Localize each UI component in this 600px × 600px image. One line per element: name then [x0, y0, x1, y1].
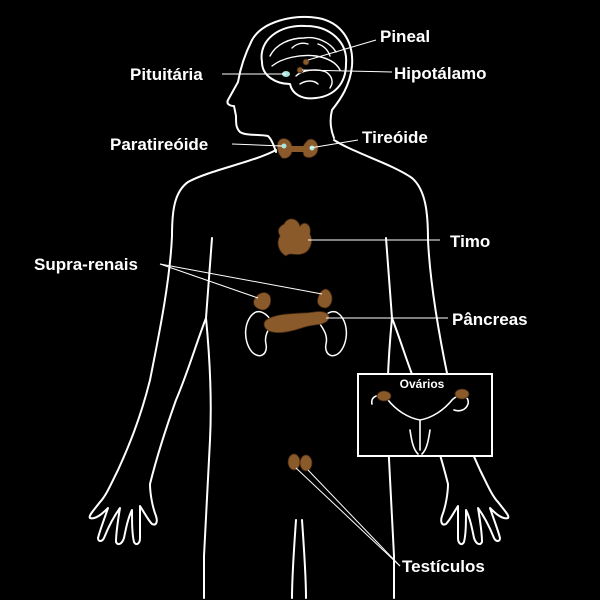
- label-ovarios: Ovários: [400, 377, 445, 391]
- label-pancreas: Pâncreas: [452, 310, 528, 329]
- brain: [260, 24, 348, 100]
- label-timo: Timo: [450, 232, 490, 251]
- leader-pineal: [307, 39, 377, 61]
- ovary-left: [376, 390, 392, 402]
- leader-adrenal-left: [159, 263, 259, 299]
- label-testiculos: Testículos: [402, 557, 485, 576]
- pineal-gland: [302, 58, 310, 66]
- label-paratireoide: Paratireóide: [110, 135, 208, 154]
- inner-arm-left: [205, 237, 213, 319]
- leader-testicle-left: [295, 467, 401, 567]
- thyroid-isthmus: [289, 146, 305, 152]
- parathyroid-icon: [281, 143, 287, 149]
- label-pituitaria: Pituitária: [130, 65, 203, 84]
- thyroid-lobe-left: [276, 138, 293, 159]
- brain-folds-icon: [269, 36, 341, 89]
- ovaries-inset-frame: [357, 373, 493, 457]
- label-pineal: Pineal: [380, 27, 430, 46]
- testicle-left: [287, 453, 301, 471]
- label-hipotalamo: Hipotálamo: [394, 64, 487, 83]
- head-outline: [226, 16, 354, 153]
- ovaries-inset: Ovários: [357, 373, 493, 457]
- brain-outline-icon: [260, 24, 348, 100]
- torso-outline: [88, 149, 277, 599]
- leg-inner: [291, 519, 307, 599]
- testicle-right: [299, 454, 313, 472]
- leader-paratireoide: [231, 143, 283, 147]
- thymus-gland: [277, 218, 312, 257]
- pancreas-gland: [263, 311, 330, 334]
- leader-testicle-right: [307, 469, 401, 567]
- adrenal-left: [253, 292, 272, 311]
- uterus-icon: [370, 394, 470, 455]
- label-supra-renais: Supra-renais: [34, 255, 138, 274]
- label-tireoide: Tireóide: [362, 128, 428, 147]
- inner-arm-right: [385, 237, 393, 319]
- ovary-right: [454, 388, 470, 400]
- leader-tireoide: [309, 139, 359, 149]
- kidney-left-icon: [244, 310, 273, 357]
- leader-adrenal-right: [159, 263, 323, 295]
- leader-lines: [159, 39, 448, 567]
- leader-hipotalamo: [301, 69, 393, 73]
